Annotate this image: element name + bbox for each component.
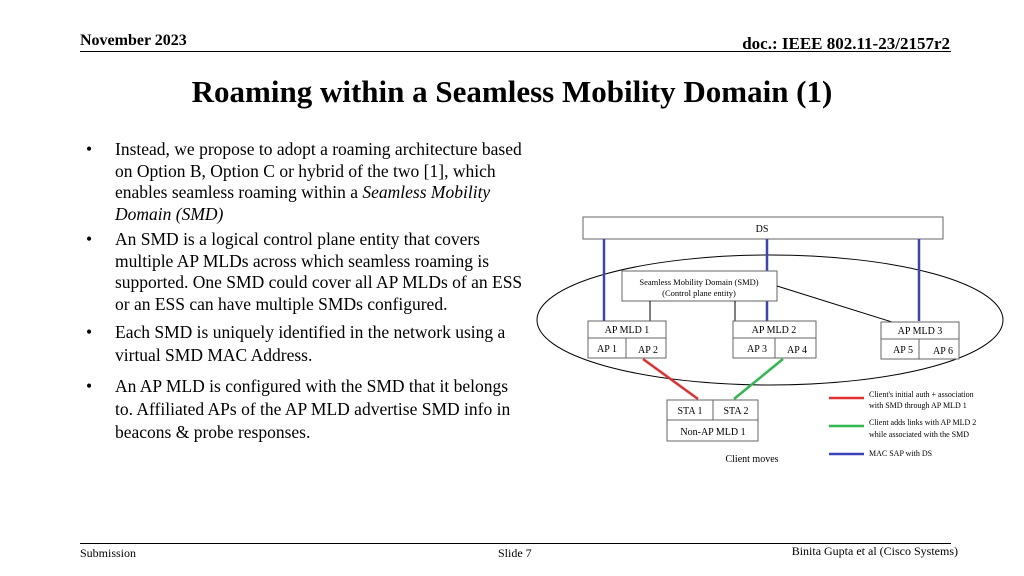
client-moves-label: Client moves xyxy=(725,454,778,465)
smd-label-line1: Seamless Mobility Domain (SMD) xyxy=(639,277,758,287)
bullet-item: An SMD is a logical control plane entity… xyxy=(86,229,526,315)
legend: Client's initial auth + association with… xyxy=(829,390,976,458)
bullet-item: Each SMD is uniquely identified in the n… xyxy=(86,321,526,367)
ap-label: AP 3 xyxy=(747,344,767,355)
smd-connector xyxy=(776,285,893,323)
smd-box xyxy=(621,270,778,302)
ap-mld-label: AP MLD 3 xyxy=(898,326,943,337)
ap-label: AP 6 xyxy=(933,346,953,357)
header-date: November 2023 xyxy=(80,32,187,49)
non-ap-mld-label: Non-AP MLD 1 xyxy=(680,427,745,438)
ap-mld-label: AP MLD 2 xyxy=(752,325,797,336)
sta-label: STA 1 xyxy=(677,406,702,417)
footer-authors: Binita Gupta et al (Cisco Systems) xyxy=(791,544,958,558)
footer-submission: Submission xyxy=(80,546,137,560)
legend-label: MAC SAP with DS xyxy=(869,449,932,458)
footer-slide-number: Slide 7 xyxy=(498,546,532,560)
added-link xyxy=(733,358,784,400)
header-doc-id: doc.: IEEE 802.11-23/2157r2 xyxy=(742,34,950,53)
initial-association-link xyxy=(642,357,699,401)
ap-label: AP 2 xyxy=(638,345,658,356)
ds-box xyxy=(582,216,944,240)
bullet-item: An AP MLD is configured with the SMD tha… xyxy=(86,375,526,444)
header-rule xyxy=(80,51,951,52)
domain-ellipse xyxy=(536,254,1004,386)
smd-label-line2: (Control plane entity) xyxy=(662,288,736,298)
ap-label: AP 5 xyxy=(893,345,913,356)
bullet-item: Instead, we propose to adopt a roaming a… xyxy=(86,139,526,225)
ap-mld-2: AP MLD 2 AP 3 AP 4 xyxy=(732,320,817,359)
ap-label: AP 1 xyxy=(597,344,617,355)
legend-label: Client adds links with AP MLD 2 xyxy=(869,418,976,427)
bullet-italic-text: Seamless Mobility Domain (SMD) xyxy=(115,182,491,224)
bullet-list: Instead, we propose to adopt a roaming a… xyxy=(86,139,526,448)
legend-label: Client's initial auth + association xyxy=(869,390,974,399)
ds-label: DS xyxy=(756,224,769,235)
ap-mld-3: AP MLD 3 AP 5 AP 6 xyxy=(880,321,960,360)
slide-title: Roaming within a Seamless Mobility Domai… xyxy=(191,74,833,109)
ap-mld-label: AP MLD 1 xyxy=(605,325,650,336)
sta-label: STA 2 xyxy=(723,406,748,417)
bullet-text: Instead, we propose to adopt a roaming a… xyxy=(115,139,522,202)
footer-rule xyxy=(80,543,951,544)
ap-mld-1: AP MLD 1 AP 1 AP 2 xyxy=(587,320,667,359)
non-ap-mld-1: STA 1 STA 2 Non-AP MLD 1 xyxy=(666,399,759,442)
legend-label: with SMD through AP MLD 1 xyxy=(869,401,967,410)
legend-label: while associated with the SMD xyxy=(869,430,969,439)
ap-label: AP 4 xyxy=(787,345,807,356)
